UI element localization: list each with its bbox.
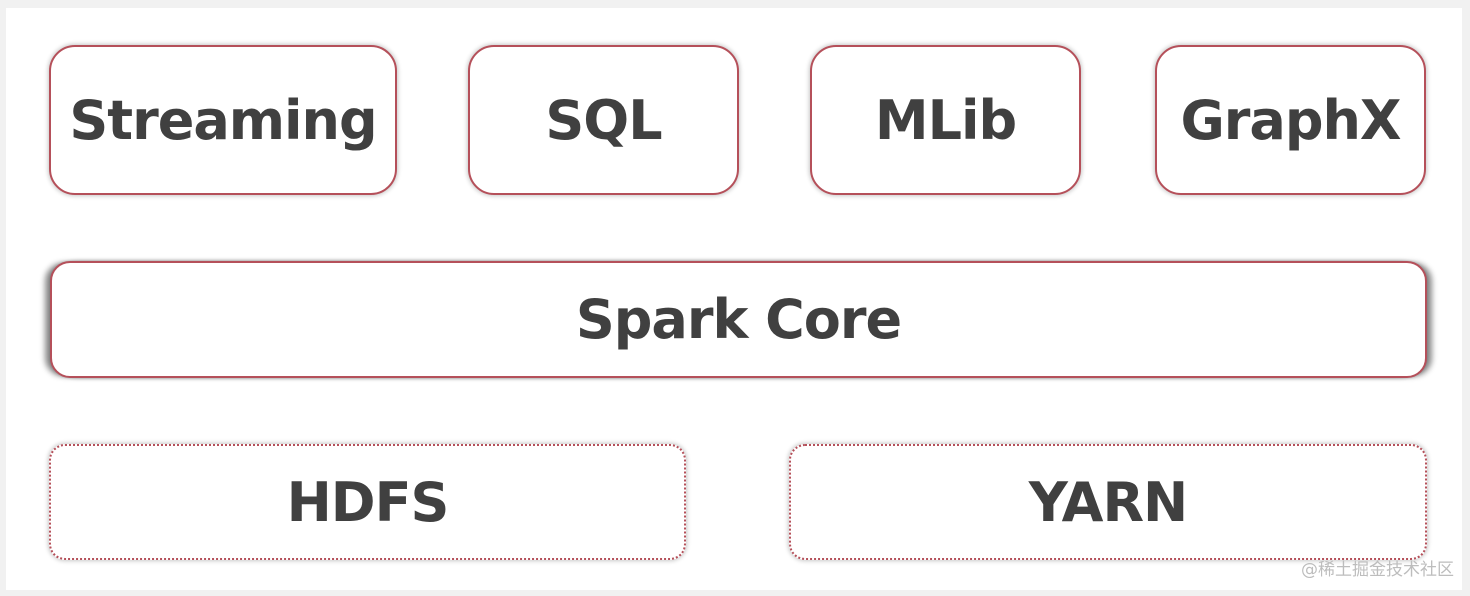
- mlib-box: MLib: [810, 45, 1081, 195]
- graphx-label: GraphX: [1180, 88, 1401, 152]
- sql-label: SQL: [545, 88, 662, 152]
- spark-core-box: Spark Core: [50, 261, 1427, 378]
- sql-box: SQL: [468, 45, 739, 195]
- diagram-canvas: Streaming SQL MLib GraphX Spark Core HDF…: [6, 8, 1462, 590]
- yarn-label: YARN: [1028, 470, 1189, 534]
- streaming-label: Streaming: [69, 88, 377, 152]
- graphx-box: GraphX: [1155, 45, 1426, 195]
- spark-core-label: Spark Core: [575, 288, 902, 351]
- hdfs-label: HDFS: [286, 470, 450, 534]
- mlib-label: MLib: [874, 88, 1017, 152]
- watermark-text: @稀土掘金技术社区: [1301, 560, 1454, 580]
- streaming-box: Streaming: [49, 45, 397, 195]
- yarn-box: YARN: [789, 444, 1427, 560]
- hdfs-box: HDFS: [49, 444, 686, 560]
